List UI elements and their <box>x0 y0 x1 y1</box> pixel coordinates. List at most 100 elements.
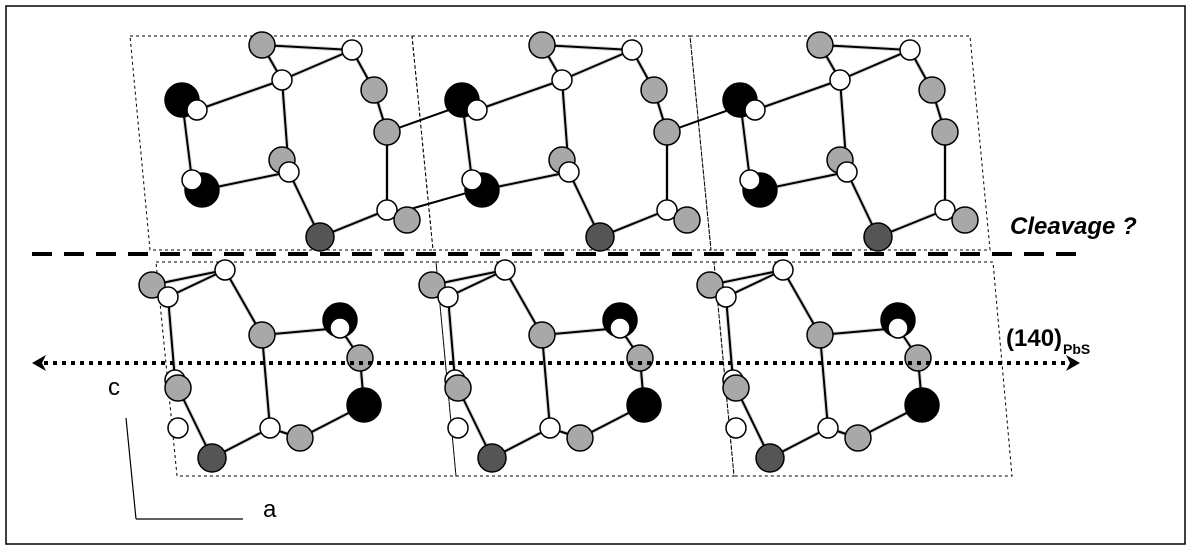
bond <box>541 44 633 51</box>
bond <box>281 49 353 81</box>
atom-sphere <box>806 321 834 349</box>
lower-unit-cells <box>155 261 1013 477</box>
atoms <box>138 31 979 473</box>
atom-sphere <box>278 161 300 183</box>
atom-sphere <box>373 118 401 146</box>
atom-sphere <box>138 271 166 299</box>
atom-sphere <box>164 374 192 402</box>
bond <box>196 79 283 111</box>
bond <box>476 79 563 111</box>
atom-sphere <box>744 99 766 121</box>
atom-sphere <box>558 161 580 183</box>
atom-sphere <box>167 417 189 439</box>
atom-sphere <box>346 344 374 372</box>
bond <box>561 49 633 81</box>
bond <box>819 334 829 429</box>
atom-sphere <box>329 317 351 339</box>
atom-sphere <box>566 424 594 452</box>
atom-sphere <box>418 271 446 299</box>
atom-sphere <box>755 443 785 473</box>
atom-sphere <box>444 374 472 402</box>
atom-sphere <box>477 443 507 473</box>
atom-sphere <box>904 344 932 372</box>
atom-sphere <box>715 286 737 308</box>
arrow-head-right <box>1066 355 1080 371</box>
atom-sphere <box>466 99 488 121</box>
bond <box>261 334 271 429</box>
unit-cell <box>435 261 735 477</box>
atom-sphere <box>259 417 281 439</box>
atom-sphere <box>918 76 946 104</box>
atom-sphere <box>673 206 701 234</box>
atom-sphere <box>528 321 556 349</box>
atom-sphere <box>621 39 643 61</box>
atom-sphere <box>528 31 556 59</box>
atom-sphere <box>829 69 851 91</box>
atom-sphere <box>539 417 561 439</box>
axes-indicator <box>125 417 243 520</box>
upper-unit-cells <box>129 35 991 251</box>
atom-sphere <box>346 387 382 423</box>
bond <box>447 296 456 381</box>
bond <box>754 79 841 111</box>
atom-sphere <box>551 69 573 91</box>
cleavage-label: Cleavage ? <box>1010 213 1137 240</box>
arrow-head-left <box>32 355 46 371</box>
atom-sphere <box>739 169 761 191</box>
atom-sphere <box>157 286 179 308</box>
atom-sphere <box>772 259 794 281</box>
atom-sphere <box>626 387 662 423</box>
atom-sphere <box>863 222 893 252</box>
outer-frame <box>5 5 1186 545</box>
unit-cell <box>411 35 712 251</box>
atom-sphere <box>817 417 839 439</box>
axis-c-line <box>125 417 137 520</box>
atom-sphere <box>271 69 293 91</box>
atom-sphere <box>248 31 276 59</box>
atom-sphere <box>904 387 940 423</box>
bond <box>261 44 353 51</box>
atom-sphere <box>186 99 208 121</box>
unit-cell <box>129 35 434 251</box>
bond <box>541 334 551 429</box>
atom-sphere <box>609 317 631 339</box>
atom-sphere <box>286 424 314 452</box>
atom-sphere <box>653 118 681 146</box>
atom-sphere <box>214 259 236 281</box>
plane-subscript: PbS <box>1063 341 1091 357</box>
unit-cell <box>689 35 991 251</box>
atom-sphere <box>197 443 227 473</box>
atom-sphere <box>376 199 398 221</box>
axis-a-label: a <box>263 496 277 523</box>
atom-sphere <box>806 31 834 59</box>
atom-sphere <box>181 169 203 191</box>
atom-sphere <box>656 199 678 221</box>
atom-sphere <box>951 206 979 234</box>
bond <box>167 296 176 381</box>
atom-sphere <box>393 206 421 234</box>
atom-sphere <box>341 39 363 61</box>
atom-sphere <box>461 169 483 191</box>
plane-arrow <box>32 355 1080 371</box>
atom-sphere <box>844 424 872 452</box>
bond <box>839 49 911 81</box>
atom-sphere <box>494 259 516 281</box>
atom-sphere <box>887 317 909 339</box>
atom-sphere <box>305 222 335 252</box>
atom-sphere <box>899 39 921 61</box>
atom-sphere <box>640 76 668 104</box>
atom-sphere <box>360 76 388 104</box>
atom-sphere <box>447 417 469 439</box>
atom-sphere <box>722 374 750 402</box>
plane-label: (140)PbS <box>1006 325 1090 357</box>
atom-sphere <box>696 271 724 299</box>
plane-index: (140) <box>1006 325 1063 352</box>
atom-sphere <box>836 161 858 183</box>
atom-sphere <box>626 344 654 372</box>
atom-sphere <box>725 417 747 439</box>
atom-sphere <box>934 199 956 221</box>
unit-cell <box>713 261 1013 477</box>
atom-sphere <box>931 118 959 146</box>
